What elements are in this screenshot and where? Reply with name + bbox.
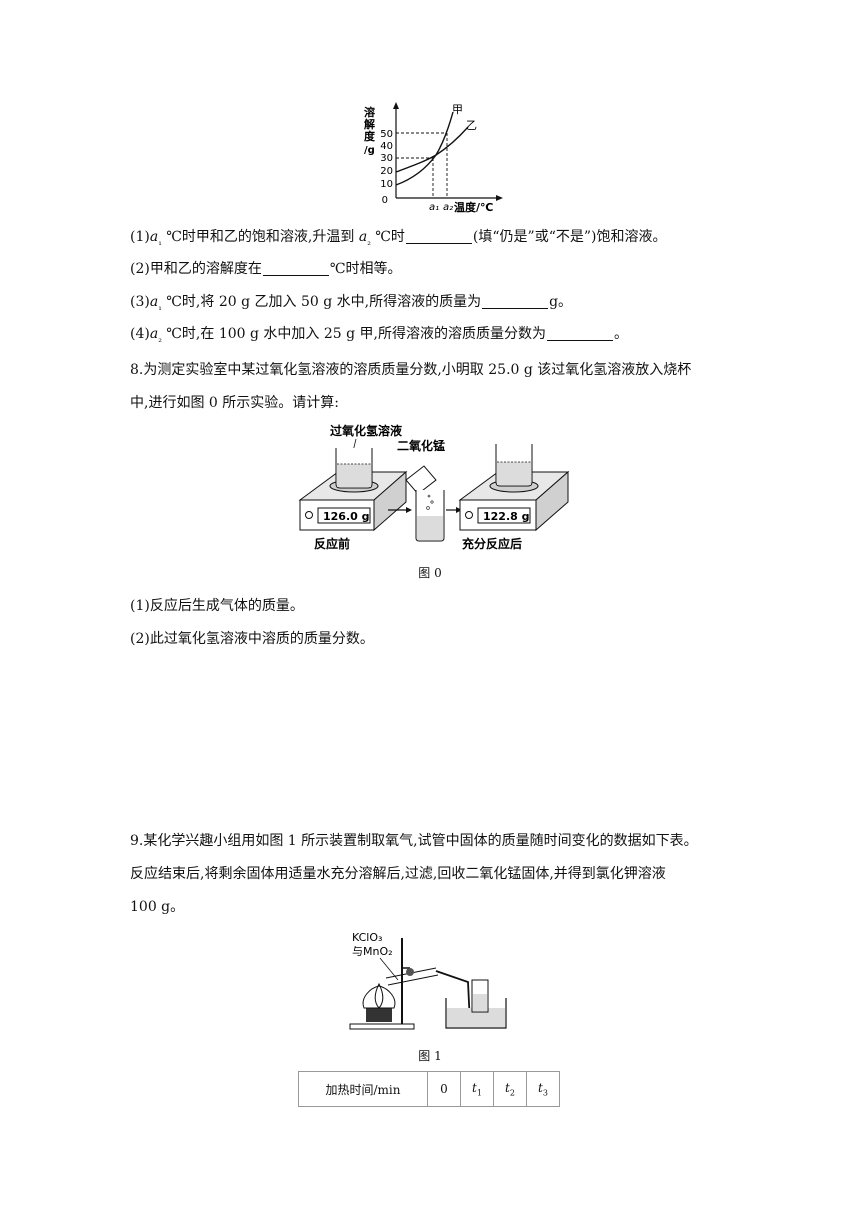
balance-right-side (535, 470, 569, 532)
mno2-beaker-tilted (405, 465, 437, 495)
reading-after: 122.8 g (483, 510, 530, 523)
q8-sub2: (2)此过氧化氢溶液中溶质的质量分数。 (130, 631, 374, 647)
series-label-yi: 乙 (466, 119, 477, 132)
bubble-3 (427, 494, 431, 498)
answer-blank-2[interactable] (262, 261, 329, 276)
q8-stem-line1: 8.为测定实验室中某过氧化氢溶液的溶质质量分数,小明取 25.0 g 该过氧化氢… (130, 362, 692, 378)
stopper (406, 968, 414, 976)
label-mno2-mix: 与MnO₂ (352, 945, 393, 958)
bubble-2 (430, 500, 434, 504)
y-axis-label-1: 溶 (364, 105, 375, 119)
figure-1-caption: 图 1 (418, 1049, 442, 1063)
y-tick-0: 0 (382, 195, 388, 206)
label-pointer (379, 957, 399, 981)
series-label-jia: 甲 (452, 103, 463, 116)
q7-part4: (4)a₂ ℃时,在 100 g 水中加入 25 g 甲,所得溶液的溶质质量分数… (130, 326, 628, 345)
display-left (317, 507, 371, 524)
answer-blank-1[interactable] (405, 229, 472, 244)
figure-0-apparatus: 过氧化氢溶液 二氧化锰 126.0 g 反应前 122.8 g 充分反应后 (298, 423, 570, 551)
y-tick-50: 50 (380, 129, 393, 140)
label-mno2: 二氧化锰 (397, 438, 445, 453)
q7-part1: (1)a₁ ℃时甲和乙的饱和溶液,升温到 a₂ ℃时(填“仍是”或“不是”)饱和… (130, 229, 667, 248)
figure-0-caption: 图 0 (418, 566, 442, 580)
beaker-middle-liquid (417, 516, 443, 540)
q9-stem-line1: 9.某化学兴趣小组用如图 1 所示装置制取氧气,试管中固体的质量随时间变化的数据… (130, 833, 698, 849)
table-cell-t3: t3 (526, 1071, 560, 1107)
q8-stem-line2: 中,进行如图 0 所示实验。请计算: (130, 395, 339, 411)
test-tube-bottom (387, 974, 439, 986)
answer-blank-3[interactable] (482, 294, 549, 309)
curve-yi (395, 126, 469, 173)
label-kclo3: KClO₃ (352, 931, 382, 944)
label-h2o2: 过氧化氢溶液 (330, 423, 402, 438)
x-tick-a1: a₁ (429, 202, 439, 213)
q9-stem-line2: 反应结束后,将剩余固体用适量水充分溶解后,过滤,回收二氧化锰固体,并得到氯化钾溶… (130, 866, 666, 882)
display-right (477, 507, 531, 524)
q8-sub1: (1)反应后生成气体的质量。 (130, 598, 304, 614)
y-axis-label-3: 度 (364, 129, 376, 143)
beaker-right-liquid (497, 462, 531, 485)
reading-before: 126.0 g (323, 510, 370, 523)
arrow-1-head (406, 507, 412, 513)
balance-left-side (373, 470, 407, 532)
y-axis-label-4: /g (364, 145, 375, 156)
y-axis-label-2: 解 (364, 117, 375, 131)
answer-blank-4[interactable] (546, 326, 613, 341)
burner-body (366, 1008, 392, 1022)
caption-after: 充分反应后 (462, 536, 522, 551)
y-tick-10: 10 (380, 179, 393, 190)
table-cell-t1: t1 (460, 1071, 494, 1107)
arrow-2-head (456, 507, 462, 513)
y-tick-40: 40 (380, 141, 393, 152)
y-axis-arrow (393, 102, 399, 109)
stand-base (349, 1023, 415, 1030)
solubility-graph: 溶 解 度 /g 50 40 30 20 10 0 甲 乙 a₁ a₂ 温度/℃ (364, 102, 503, 214)
burner-lamp (362, 985, 396, 1009)
x-axis-arrow (496, 195, 503, 201)
button-right (465, 511, 473, 519)
table-row: 加热时间/min 0 t1 t2 t3 (298, 1071, 560, 1107)
table-cell-t2: t2 (493, 1071, 527, 1107)
x-axis-label: 温度/℃ (454, 200, 493, 214)
figure-1-apparatus: KClO₃ 与MnO₂ (349, 931, 507, 1030)
y-tick-20: 20 (380, 166, 393, 177)
q7-part2: (2)甲和乙的溶解度在℃时相等。 (130, 261, 402, 277)
data-table: 加热时间/min 0 t1 t2 t3 (298, 1071, 560, 1107)
table-cell-0: 0 (427, 1071, 461, 1107)
bubble-1 (426, 506, 430, 510)
burner-flame (374, 982, 384, 1009)
water-trough (445, 998, 507, 1029)
beaker-left-liquid (337, 464, 371, 487)
caption-before: 反应前 (314, 536, 350, 551)
q9-stem-line3: 100 g。 (130, 899, 185, 915)
y-tick-30: 30 (380, 153, 393, 164)
bottle-water (473, 994, 487, 1011)
button-left (305, 511, 313, 519)
x-tick-a2: a₂ (443, 202, 453, 213)
table-header-cell: 加热时间/min (298, 1071, 428, 1107)
trough-water (447, 1008, 505, 1027)
